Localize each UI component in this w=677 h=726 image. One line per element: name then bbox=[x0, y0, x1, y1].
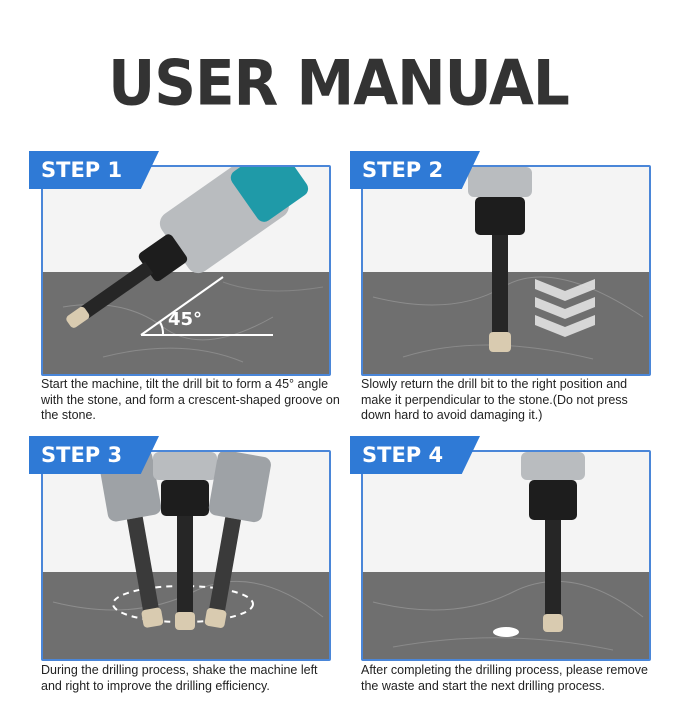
step-4-illustration bbox=[363, 452, 649, 659]
step-2-description: Slowly return the drill bit to the right… bbox=[361, 377, 628, 422]
step-4-panel bbox=[361, 450, 651, 661]
page-title: USER MANUAL bbox=[108, 46, 570, 120]
step-1-description: Start the machine, tilt the drill bit to… bbox=[41, 377, 340, 422]
step-3-badge: STEP 3 bbox=[29, 436, 159, 474]
step-1-illustration: 45° bbox=[43, 167, 329, 374]
step-2-badge: STEP 2 bbox=[350, 151, 480, 189]
step-3-description: During the drilling process, shake the m… bbox=[41, 663, 318, 693]
step-3-illustration bbox=[43, 452, 329, 659]
step-1-badge: STEP 1 bbox=[29, 151, 159, 189]
angle-label: 45° bbox=[168, 309, 202, 330]
step-4-description: After completing the drilling process, p… bbox=[361, 663, 648, 693]
step-4-badge: STEP 4 bbox=[350, 436, 480, 474]
step-2-illustration bbox=[363, 167, 649, 374]
step-2-panel bbox=[361, 165, 651, 376]
step-1-panel: 45° bbox=[41, 165, 331, 376]
step-3-panel bbox=[41, 450, 331, 661]
